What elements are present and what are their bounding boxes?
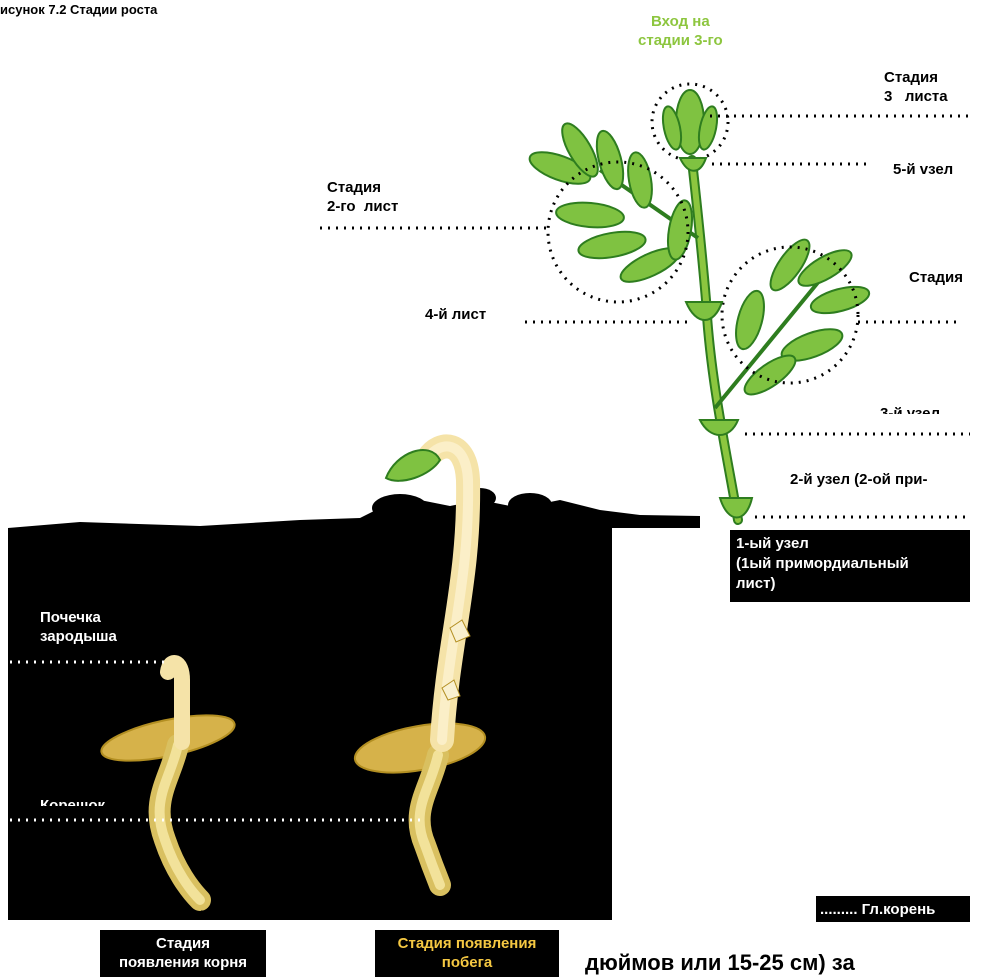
label-emergence-3: Вход на стадии 3-го (638, 12, 723, 50)
label-stage-shoot: Стадия появления побега (375, 930, 559, 977)
label-stage-right: Стадия (909, 268, 963, 287)
soil-surface (8, 500, 700, 920)
label-node-5: 5-й vзел (893, 160, 953, 179)
label-node-2: 2-й узел (2-ой при- (790, 470, 928, 489)
label-main-root: ......... Гл.корень (816, 896, 970, 922)
label-leaf-4: 4-й лист (425, 305, 486, 324)
bottom-text: дюймов или 15-25 см) за (585, 950, 855, 976)
label-node-1: 1-ый узел (1ый примордиальный лист) (730, 530, 970, 602)
label-stage-root: Стадия появления корня (100, 930, 266, 977)
soil-clump (508, 493, 552, 517)
soil-clump (372, 494, 428, 522)
label-stage-3-leaf: Стадия 3 листа (884, 68, 948, 106)
label-bud: Почечка зародыша (40, 608, 117, 646)
label-radicle: Корешок (40, 796, 105, 806)
label-node-3: 3-й узел (880, 404, 940, 414)
mature-plant (526, 84, 872, 520)
label-stage-2-leaf: Стадия 2-го лист (327, 178, 398, 216)
